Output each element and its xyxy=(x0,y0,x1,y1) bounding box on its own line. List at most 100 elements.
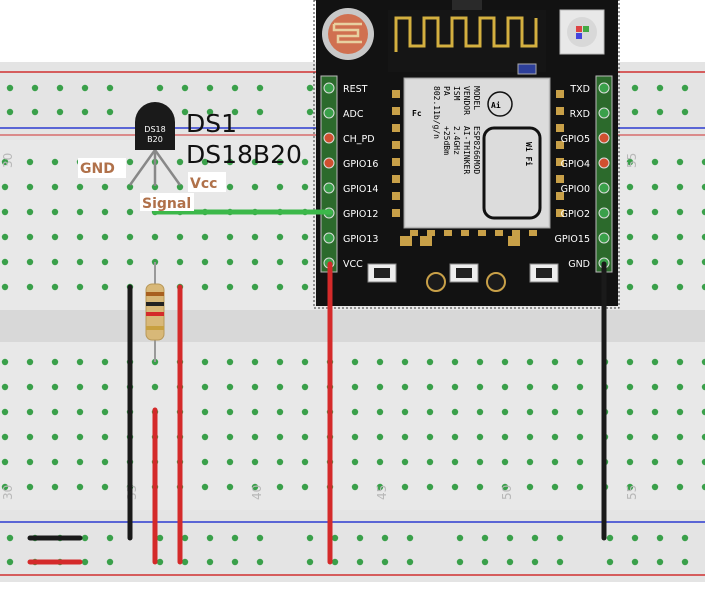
module-right-pin[interactable] xyxy=(598,82,610,94)
col-num-bottom-40: 40 xyxy=(250,485,264,500)
wifi-logo-text: Wi Fi xyxy=(524,142,534,166)
breadboard-hole xyxy=(206,108,214,116)
breadboard-hole xyxy=(701,258,705,266)
module-top-tab xyxy=(452,0,482,10)
module-left-pin[interactable] xyxy=(323,82,335,94)
breadboard-hole xyxy=(81,84,89,92)
breadboard-hole xyxy=(201,383,209,391)
breadboard-hole xyxy=(76,433,84,441)
breadboard-hole xyxy=(576,358,584,366)
shield-line-pa: PA xyxy=(442,86,451,96)
module-outline xyxy=(313,0,620,309)
module-pads xyxy=(392,90,564,236)
breadboard-hole xyxy=(76,208,84,216)
ds18b20-sensor[interactable]: DS18 B20 xyxy=(128,102,182,186)
breadboard-bottom-rail-area xyxy=(0,510,705,582)
breadboard-hole xyxy=(481,534,489,542)
breadboard-hole xyxy=(451,408,459,416)
breadboard-hole xyxy=(201,458,209,466)
module-right-pin[interactable] xyxy=(598,182,610,194)
breadboard-hole xyxy=(251,483,259,491)
pin-label-ch-pd: CH_PD xyxy=(343,134,375,145)
breadboard-hole xyxy=(631,84,639,92)
module-pad xyxy=(392,124,400,132)
breadboard-hole xyxy=(56,108,64,116)
breadboard-hole xyxy=(301,183,309,191)
breadboard-hole xyxy=(451,483,459,491)
breadboard-hole xyxy=(126,158,134,166)
breadboard-hole xyxy=(251,183,259,191)
shield-line-vendor: VENDOR xyxy=(462,86,471,115)
breadboard-hole xyxy=(676,283,684,291)
rgb-led xyxy=(559,9,605,55)
breadboard-hole xyxy=(26,158,34,166)
pin-label-gpio0: GPIO0 xyxy=(561,184,590,195)
sensor-pin-gnd: GND xyxy=(80,161,115,177)
breadboard-hole xyxy=(226,408,234,416)
breadboard-hole xyxy=(201,233,209,241)
breadboard-hole xyxy=(231,108,239,116)
module-left-pin[interactable] xyxy=(323,107,335,119)
breadboard-hole xyxy=(426,483,434,491)
breadboard-hole xyxy=(351,433,359,441)
breadboard-hole xyxy=(576,408,584,416)
breadboard-hole xyxy=(551,408,559,416)
breadboard-hole xyxy=(376,408,384,416)
breadboard-hole xyxy=(76,408,84,416)
breadboard-hole xyxy=(526,358,534,366)
breadboard-hole xyxy=(306,534,314,542)
breadboard-hole xyxy=(156,558,164,566)
breadboard-hole xyxy=(401,483,409,491)
module-left-pin[interactable] xyxy=(323,157,335,169)
breadboard-hole xyxy=(1,383,9,391)
breadboard-hole xyxy=(81,534,89,542)
module-right-pin[interactable] xyxy=(598,157,610,169)
breadboard-hole xyxy=(106,558,114,566)
antenna-trace xyxy=(388,10,546,72)
breadboard-hole xyxy=(526,483,534,491)
breadboard-hole xyxy=(701,483,705,491)
breadboard-hole xyxy=(256,84,264,92)
breadboard-hole xyxy=(701,283,705,291)
breadboard-hole xyxy=(301,433,309,441)
breadboard-hole xyxy=(526,383,534,391)
pin-label-vcc: VCC xyxy=(343,259,363,270)
breadboard-hole xyxy=(26,183,34,191)
gnd-label-bg xyxy=(78,158,126,178)
breadboard-hole xyxy=(701,458,705,466)
breadboard-hole xyxy=(626,383,634,391)
breadboard-hole xyxy=(56,84,64,92)
module-left-pin[interactable] xyxy=(323,232,335,244)
breadboard-hole xyxy=(181,534,189,542)
breadboard-hole xyxy=(701,433,705,441)
module-left-pin[interactable] xyxy=(323,132,335,144)
breadboard-hole xyxy=(426,458,434,466)
breadboard-hole xyxy=(201,483,209,491)
left-pin-column xyxy=(323,82,335,269)
breadboard-hole xyxy=(206,534,214,542)
breadboard-hole xyxy=(606,534,614,542)
breadboard-hole xyxy=(1,283,9,291)
breadboard-hole xyxy=(701,233,705,241)
esp8266-module[interactable]: Fc MODEL VENDOR ISM PA 802.11b/g/n ESP82… xyxy=(313,0,620,309)
breadboard-hole xyxy=(251,258,259,266)
module-right-pin[interactable] xyxy=(598,207,610,219)
breadboard-hole xyxy=(676,358,684,366)
resistor[interactable] xyxy=(145,262,165,362)
module-right-pin[interactable] xyxy=(598,107,610,119)
module-right-pin[interactable] xyxy=(598,232,610,244)
breadboard-hole xyxy=(176,233,184,241)
breadboard-hole xyxy=(276,358,284,366)
breadboard-hole xyxy=(376,383,384,391)
breadboard-hole xyxy=(51,258,59,266)
breadboard-hole xyxy=(651,358,659,366)
breadboard-hole xyxy=(501,483,509,491)
breadboard-hole xyxy=(81,558,89,566)
module-left-pin[interactable] xyxy=(323,182,335,194)
breadboard-hole xyxy=(676,458,684,466)
shield-value-model: ESP8266MOD xyxy=(472,126,481,174)
breadboard-hole xyxy=(51,233,59,241)
breadboard-hole xyxy=(676,258,684,266)
breadboard-hole xyxy=(6,534,14,542)
module-right-pin[interactable] xyxy=(598,132,610,144)
